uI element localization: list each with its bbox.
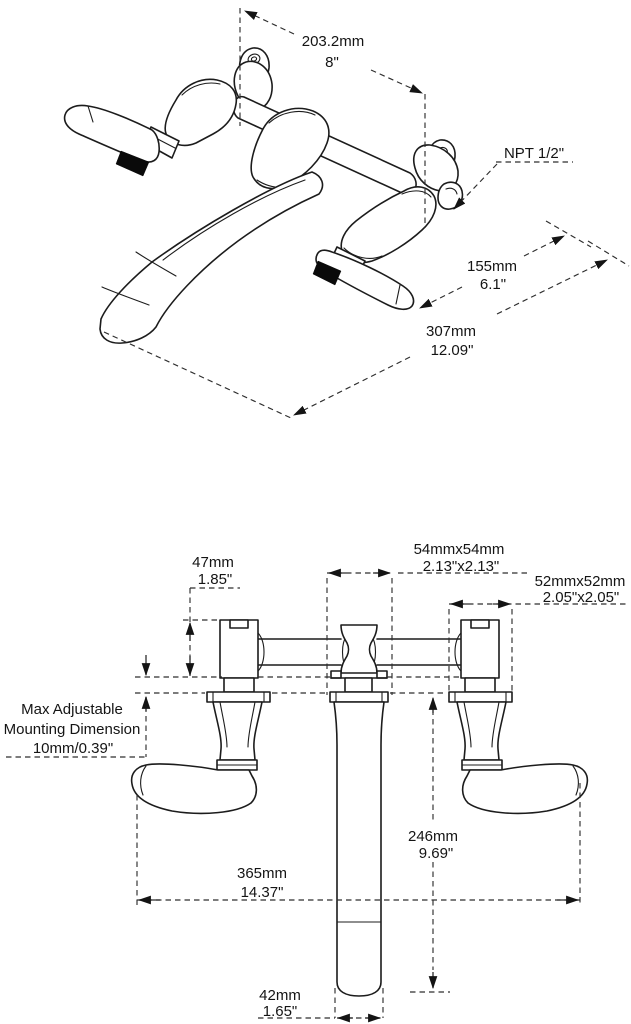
dim-handle-height-imperial: 1.85" — [198, 571, 233, 588]
dim-length-metric: 307mm — [426, 323, 476, 340]
dim-spout-width-imperial: 1.65" — [263, 1003, 298, 1020]
left-lever-accent — [115, 150, 150, 177]
iso-faucet — [63, 47, 464, 344]
dim-spread-imperial: 8" — [325, 54, 339, 71]
center-spout-unit — [329, 624, 389, 997]
max-adjustable-line2: Mounting Dimension — [4, 721, 141, 738]
iso-dimension-lines — [103, 8, 630, 419]
dim-length-imperial: 12.09" — [431, 342, 474, 359]
front-dimension-lines — [6, 568, 628, 1023]
iso-labels: 203.2mm 8" NPT 1/2" 155mm 6.1" 307mm 12.… — [302, 33, 564, 359]
spout-column — [333, 701, 385, 997]
dim-side-plate-metric: 52mmx52mm — [535, 573, 626, 590]
dim-spread-metric: 203.2mm — [302, 33, 365, 50]
npt-thread-label: NPT 1/2" — [504, 145, 564, 162]
dim-spout-width-metric: 42mm — [259, 987, 301, 1004]
dim-side-plate-imperial: 2.05"x2.05" — [543, 589, 620, 606]
center-escutcheon — [250, 107, 330, 190]
dim-center-plate-imperial: 2.13"x2.13" — [423, 558, 500, 575]
front-view: 47mm 1.85" 54mmx54mm 2.13"x2.13" 52mmx52… — [4, 541, 628, 1023]
front-labels: 47mm 1.85" 54mmx54mm 2.13"x2.13" 52mmx52… — [4, 541, 626, 1020]
dim-overall-width-metric: 365mm — [237, 865, 287, 882]
isometric-view: 203.2mm 8" NPT 1/2" 155mm 6.1" 307mm 12.… — [63, 8, 630, 419]
max-adjustable-line3: 10mm/0.39" — [33, 740, 113, 757]
dim-depth-imperial: 6.1" — [480, 276, 506, 293]
left-lever — [63, 104, 160, 163]
right-handle-unit — [448, 619, 589, 815]
dim-spout-height-imperial: 9.69" — [419, 845, 454, 862]
supply-pipes — [257, 638, 462, 666]
max-adjustable-line1: Max Adjustable — [21, 701, 123, 718]
left-handle-assembly — [63, 78, 238, 177]
npt-inlet — [437, 181, 464, 210]
right-lever — [315, 249, 415, 311]
spout — [99, 171, 324, 344]
dim-handle-height-metric: 47mm — [192, 554, 234, 571]
right-handle-assembly — [312, 186, 437, 311]
left-handle-unit — [130, 619, 271, 815]
right-lever-accent — [312, 260, 342, 286]
dim-depth-metric: 155mm — [467, 258, 517, 275]
dim-overall-width-imperial: 14.37" — [241, 884, 284, 901]
dim-center-plate-metric: 54mmx54mm — [414, 541, 505, 558]
front-faucet — [130, 619, 589, 997]
dim-spout-height-metric: 246mm — [408, 828, 458, 845]
